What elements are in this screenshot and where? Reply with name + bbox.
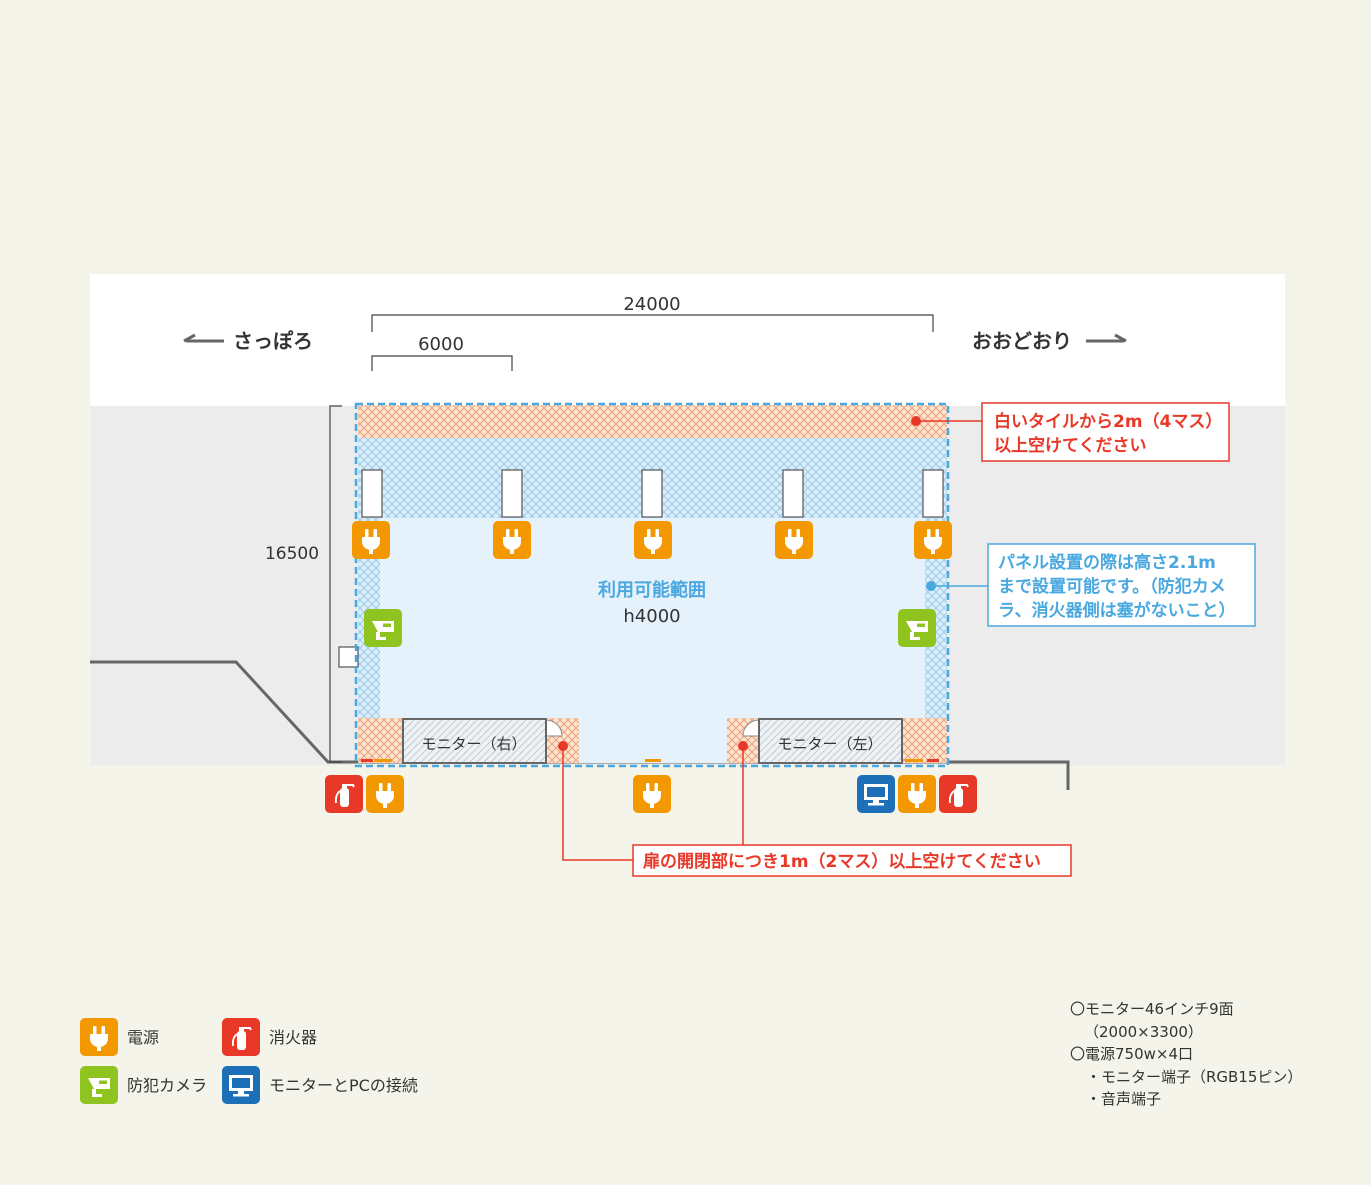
monitor-left-box <box>758 718 903 764</box>
power-plug-icon <box>775 521 813 559</box>
spec-note: （2000×3300） <box>1084 1022 1203 1041</box>
callout-box-tile <box>981 402 1230 462</box>
fire-extinguisher-icon <box>938 774 978 814</box>
arrow-left-head <box>183 333 196 343</box>
direction-left: さっぽろ <box>233 329 313 353</box>
power-plug-icon <box>352 521 390 559</box>
wall-mark-right <box>927 759 939 762</box>
security-camera-icon <box>364 609 402 647</box>
callout-leader-door <box>562 746 744 861</box>
security-camera-icon <box>898 609 936 647</box>
usable-area-height: h4000 <box>623 606 680 627</box>
wall-mark-right-2 <box>905 759 923 762</box>
dimension-6000: 6000 <box>418 334 464 355</box>
power-plug-icon <box>493 521 531 559</box>
legend-extinguisher-label: 消火器 <box>269 1028 317 1047</box>
direction-right: おおどおり <box>972 329 1072 353</box>
legend-pc-icon <box>222 1066 260 1104</box>
door-swing-left <box>545 719 563 737</box>
pillar <box>922 469 944 518</box>
spec-note: ・音声端子 <box>1086 1090 1162 1108</box>
monitor-right-box <box>402 718 547 764</box>
callout-dot-door-right <box>738 741 748 751</box>
spec-note: ・モニター端子（RGB15ピン） <box>1086 1067 1303 1086</box>
door-zone-right-outer <box>902 718 947 763</box>
spec-notes: 〇モニター46インチ9面 （2000×3300） 〇電源750w×4口 ・モニタ… <box>1070 998 1302 1111</box>
callout-dot-tile <box>911 416 921 426</box>
spec-note: 〇電源750w×4口 <box>1070 1045 1194 1063</box>
dimension-16500: 16500 <box>265 544 319 564</box>
monitor-icon <box>857 775 895 813</box>
pillar <box>782 469 804 518</box>
legend-power-label: 電源 <box>127 1028 159 1047</box>
pillar <box>641 469 663 518</box>
callout-text-door: 扉の開閉部につき1m（2マス）以上空けてください <box>643 851 1041 872</box>
wall-mark-center <box>645 759 661 762</box>
pillar <box>501 469 523 518</box>
callout-text-tile-2: 以上空けてください <box>994 435 1147 456</box>
legend-camera-label: 防犯カメラ <box>127 1076 207 1095</box>
usable-area-label: 利用可能範囲 <box>598 579 706 601</box>
power-plug-icon <box>898 775 936 813</box>
dimension-line-6000 <box>371 355 513 371</box>
road-area <box>90 274 1285 406</box>
spec-note: 〇モニター46インチ9面 <box>1070 1000 1234 1018</box>
callout-box-panel <box>987 543 1256 627</box>
door-zone-left-outer <box>358 718 403 763</box>
callout-text-panel-1: パネル設置の際は高さ2.1m <box>998 552 1216 573</box>
legend-power-icon <box>80 1018 118 1056</box>
power-plug-icon <box>914 521 952 559</box>
building-wall-left <box>90 660 1070 790</box>
power-plug-icon <box>366 775 404 813</box>
legend-extinguisher-icon <box>221 1017 261 1057</box>
usable-area-outline <box>354 402 950 768</box>
orange-buffer-zone <box>358 405 947 438</box>
dimension-line-16500 <box>329 405 342 763</box>
power-plug-icon <box>633 775 671 813</box>
dimension-24000: 24000 <box>623 294 680 315</box>
callout-text-panel-3: ラ、消火器側は塞がないこと） <box>998 600 1236 621</box>
callout-dot-panel <box>926 581 936 591</box>
blue-side-zone-right <box>925 518 947 718</box>
callout-text-panel-2: まで設置可能です。（防犯カメ <box>998 576 1226 597</box>
monitor-left-label: モニター（左） <box>777 735 882 753</box>
door-swing-right <box>742 719 760 737</box>
monitor-right-label: モニター（右） <box>421 735 526 753</box>
pillar-small <box>338 646 359 668</box>
arrow-right-head <box>1114 333 1127 343</box>
wall-mark-left <box>361 759 373 762</box>
dimension-line-24000 <box>371 314 934 332</box>
legend-camera-icon <box>80 1066 118 1104</box>
callout-text-tile-1: 白いタイルから2m（4マス） <box>994 411 1222 432</box>
wall-mark-left-2 <box>374 759 392 762</box>
legend-pc-label: モニターとPCの接続 <box>269 1076 418 1095</box>
callout-box-door <box>632 844 1072 877</box>
fire-extinguisher-icon <box>324 774 364 814</box>
power-plug-icon <box>634 521 672 559</box>
pillar <box>361 469 383 518</box>
callout-dot-door-left <box>558 741 568 751</box>
